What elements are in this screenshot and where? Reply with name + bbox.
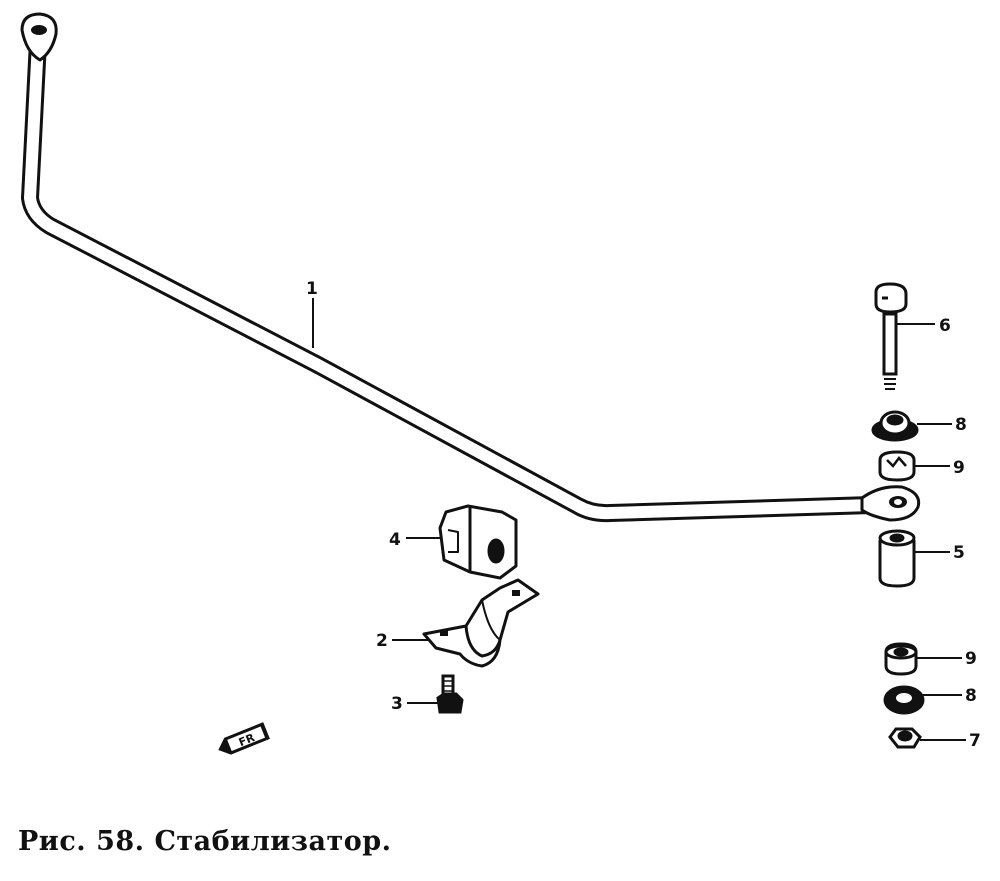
cup-washer-lower: [883, 685, 925, 715]
badge-text: FR: [237, 731, 257, 749]
front-direction-badge: FR: [218, 722, 270, 755]
leader-lines: [312, 298, 966, 741]
callout-5: 5: [953, 543, 965, 563]
rubber-bushing-lower: [884, 642, 918, 676]
callout-6: 6: [939, 316, 951, 336]
lock-nut: [888, 727, 922, 749]
stabilizer-diagram: FR 1 4 2 3 6 8 9 5 9 8 7: [20, 12, 981, 755]
clamp-bracket: [422, 578, 540, 668]
mounting-bolt: [436, 674, 464, 714]
callout-7: 7: [969, 731, 981, 751]
callout-3: 3: [391, 694, 403, 714]
figure-caption: Рис. 58. Стабилизатор.: [18, 826, 392, 857]
stabilizer-bar: [20, 12, 921, 523]
callout-9-upper: 9: [953, 458, 965, 478]
spacer-sleeve: [878, 529, 916, 588]
mount-bushing: [438, 504, 518, 580]
callout-8-upper: 8: [955, 415, 967, 435]
rubber-bushing-upper: [878, 450, 916, 482]
callout-9-lower: 9: [965, 649, 977, 669]
callout-8-lower: 8: [965, 686, 977, 706]
callout-1: 1: [306, 279, 318, 299]
cup-washer-upper: [871, 410, 919, 442]
callout-4: 4: [389, 530, 401, 550]
link-bolt: [874, 282, 908, 390]
callout-2: 2: [376, 631, 388, 651]
